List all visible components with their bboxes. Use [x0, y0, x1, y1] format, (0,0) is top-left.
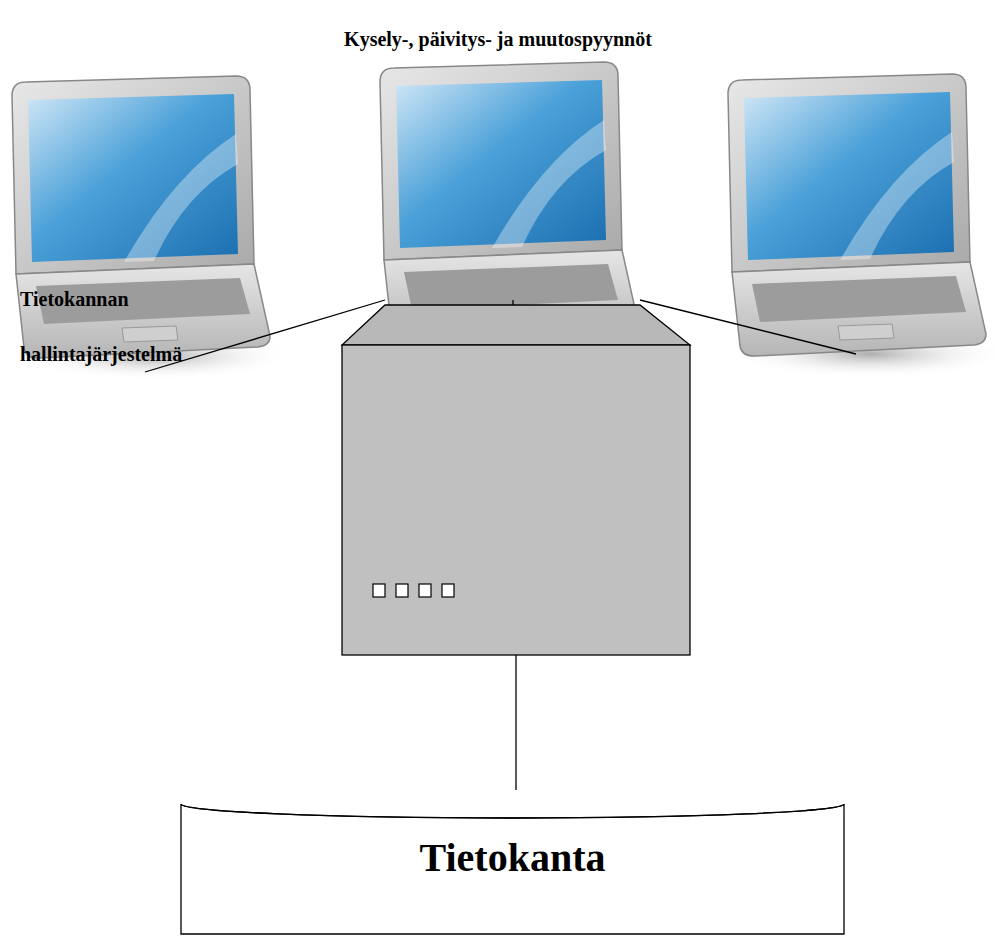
node-label: Tietokannan hallintajärjestelmä [20, 272, 270, 382]
status-light [396, 584, 408, 597]
database-cylinder: Tietokanta [180, 790, 845, 938]
server-box: Tietokannan hallintajärjestelmä [342, 300, 690, 655]
connector-line [515, 655, 516, 790]
status-light [419, 584, 431, 597]
node-label: Tietokanta [420, 834, 606, 882]
server-outline [342, 300, 690, 655]
status-light [373, 584, 385, 597]
status-light [442, 584, 454, 597]
diagram-title: Kysely-, päivitys- ja muutospyynnöt [0, 28, 996, 51]
